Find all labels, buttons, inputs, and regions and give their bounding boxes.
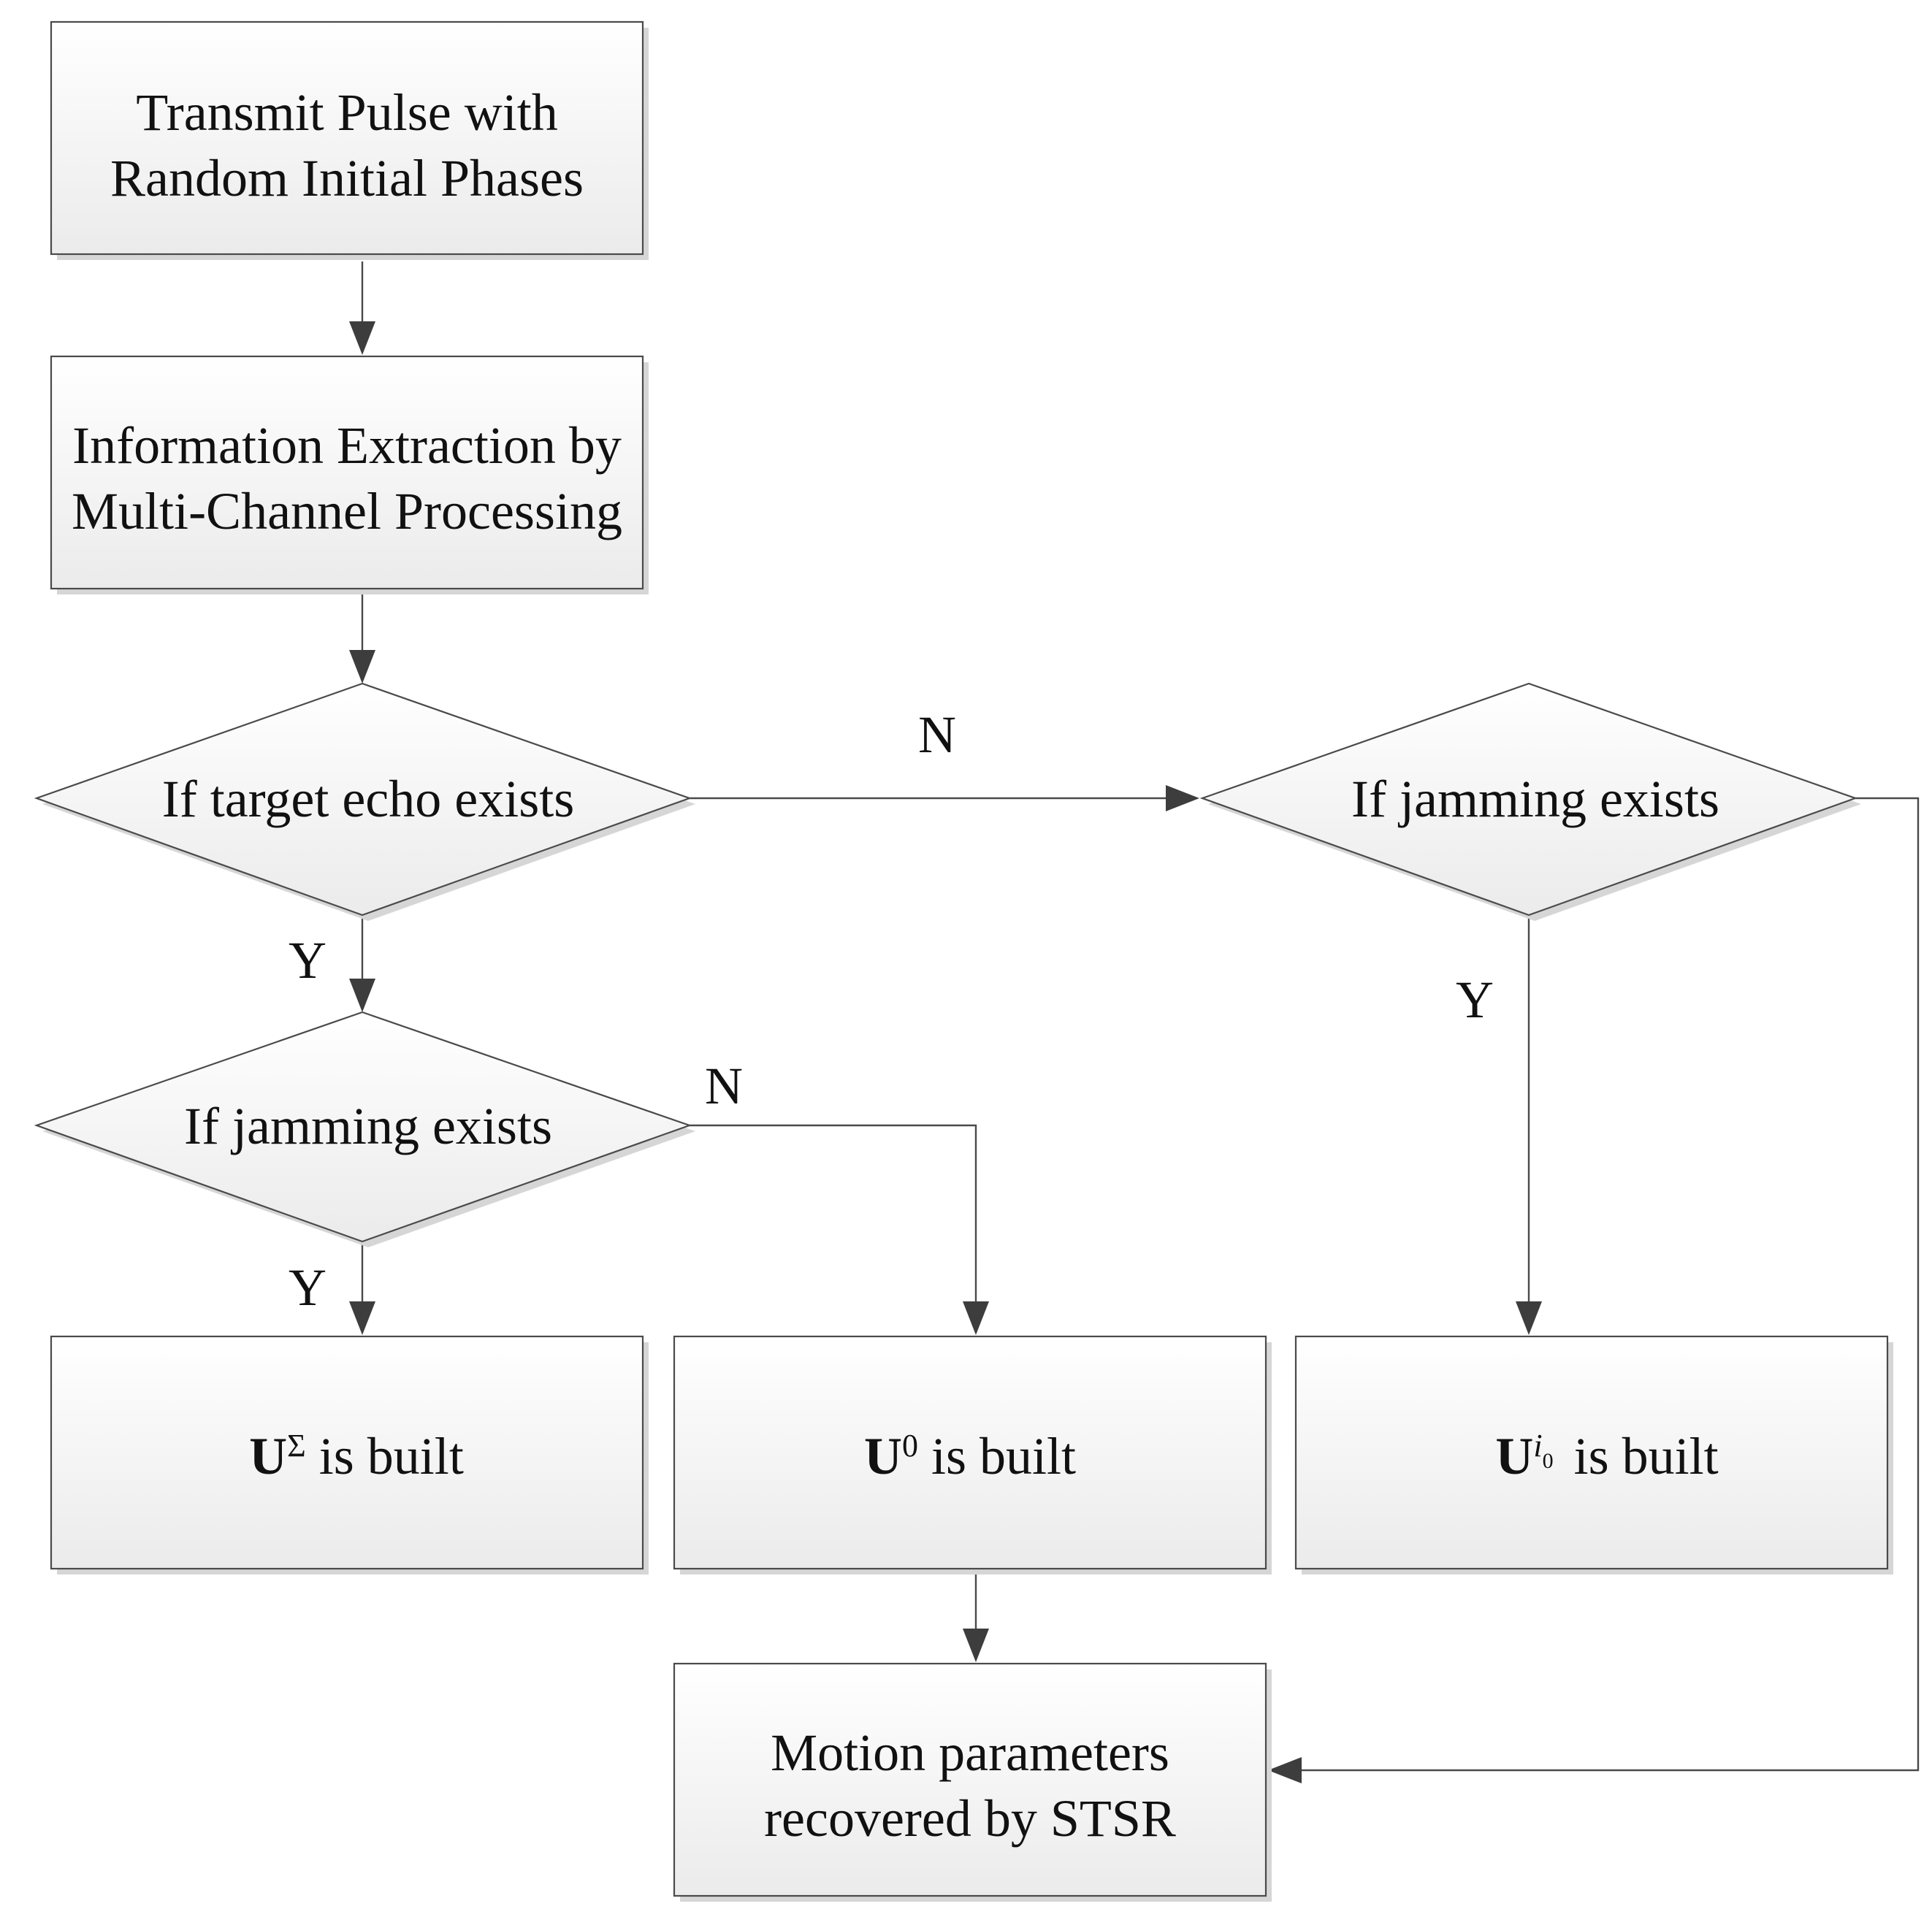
u-zero-suffix: is built [918, 1427, 1076, 1485]
label-target-yes: Y [289, 931, 327, 990]
decision-target-label: If target echo exists [162, 770, 574, 828]
connectors [349, 261, 1920, 1783]
transmit-line-1: Transmit Pulse with [136, 83, 557, 142]
arrowhead-motion-from-right [1268, 1757, 1302, 1783]
u-i0-subscript: 0 [1543, 1449, 1554, 1473]
arrowhead-target-decision [349, 650, 375, 684]
u-i0-superscript: i [1533, 1428, 1542, 1464]
transmit-line-2: Random Initial Phases [110, 149, 584, 207]
decision-jamming-right: If jamming exists [1199, 682, 1861, 921]
edge-jam-right-no [1302, 797, 1920, 1772]
u-sigma-box: UΣ is built [50, 1335, 649, 1575]
u-sigma-label: UΣ is built [249, 1427, 464, 1485]
motion-line-2: recovered by STSR [764, 1789, 1176, 1848]
edge-jam-left-no [690, 1124, 977, 1301]
extract-line-2: Multi-Channel Processing [72, 482, 622, 540]
u-zero-symbol: U [864, 1427, 902, 1485]
decision-jam-right-label: If jamming exists [1351, 770, 1719, 828]
edge-labels: N Y N Y Y [289, 705, 1494, 1317]
transmit-box: Transmit Pulse with Random Initial Phase… [50, 20, 649, 260]
u-zero-superscript: 0 [902, 1428, 918, 1464]
arrowhead-u-i0 [1516, 1301, 1542, 1335]
arrowhead-right-decision [1166, 785, 1199, 811]
decision-jam-left-label: If jamming exists [184, 1097, 552, 1155]
decision-target-echo: If target echo exists [34, 682, 695, 921]
u-sigma-superscript: Σ [287, 1428, 306, 1464]
motion-line-1: Motion parameters [771, 1724, 1169, 1782]
motion-box: Motion parameters recovered by STSR [673, 1662, 1272, 1902]
label-jam-right-yes: Y [1456, 971, 1494, 1029]
extract-line-1: Information Extraction by [72, 416, 622, 475]
u-i0-box: Ui0 is built [1294, 1335, 1893, 1575]
arrowhead-u-sigma [349, 1301, 375, 1335]
u-i0-label: Ui0 is built [1495, 1427, 1718, 1485]
u-i0-suffix: is built [1561, 1427, 1719, 1485]
label-jam-left-yes: Y [289, 1258, 327, 1317]
arrowhead-u-zero [963, 1301, 989, 1335]
u-zero-label: U0 is built [864, 1427, 1076, 1485]
u-sigma-symbol: U [249, 1427, 287, 1485]
arrowhead-extract [349, 321, 375, 355]
u-i0-symbol: U [1495, 1427, 1533, 1485]
decision-jamming-left: If jamming exists [34, 1011, 695, 1247]
label-jam-left-no: N [705, 1057, 743, 1115]
u-sigma-suffix: is built [306, 1427, 464, 1485]
extraction-box: Information Extraction by Multi-Channel … [50, 355, 649, 594]
arrowhead-left-jam-decision [349, 979, 375, 1012]
label-target-no: N [918, 705, 956, 764]
u-zero-box: U0 is built [673, 1335, 1272, 1575]
arrowhead-motion [963, 1629, 989, 1662]
